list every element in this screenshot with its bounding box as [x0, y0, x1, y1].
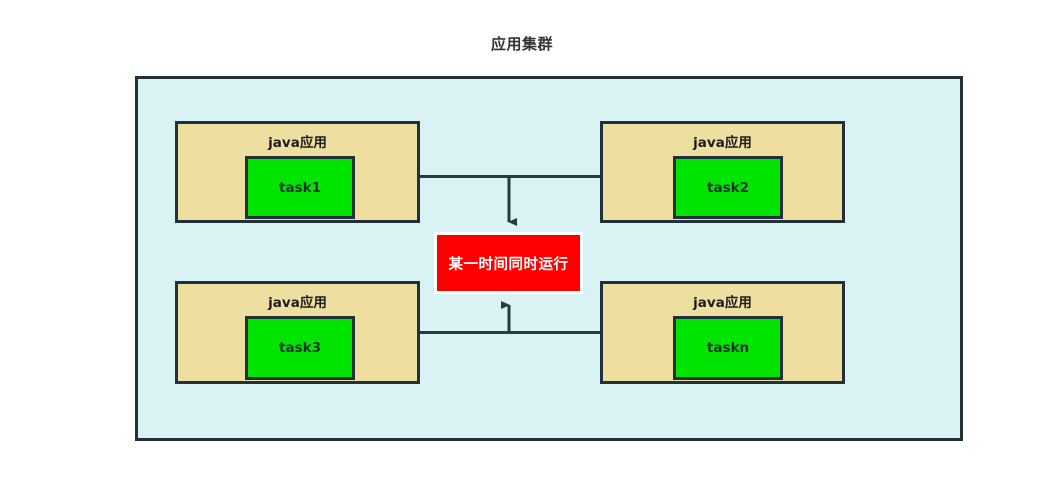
task-box-task1[interactable]: task1 [245, 156, 355, 219]
app-node-task1[interactable]: java应用 task1 [175, 121, 420, 223]
task-label: taskn [706, 340, 750, 356]
task-box-task3[interactable]: task3 [245, 316, 355, 380]
task-label: task3 [279, 340, 321, 356]
app-node-title: java应用 [268, 135, 327, 151]
app-node-task2[interactable]: java应用 task2 [600, 121, 845, 223]
app-node-title: java应用 [693, 295, 752, 311]
center-node-label: 某一时间同时运行 [448, 256, 569, 273]
center-node-concurrent-run[interactable]: 某一时间同时运行 [434, 232, 583, 294]
app-node-task3[interactable]: java应用 task3 [175, 281, 420, 384]
task-label: task1 [279, 179, 321, 196]
task-box-task2[interactable]: task2 [673, 156, 783, 219]
app-node-taskn[interactable]: java应用 taskn [600, 281, 845, 384]
task-label: task2 [707, 179, 749, 196]
task-box-taskn[interactable]: taskn [673, 316, 783, 380]
page-title: 应用集群 [490, 35, 553, 53]
app-node-title: java应用 [693, 135, 752, 151]
app-node-title: java应用 [268, 295, 327, 311]
